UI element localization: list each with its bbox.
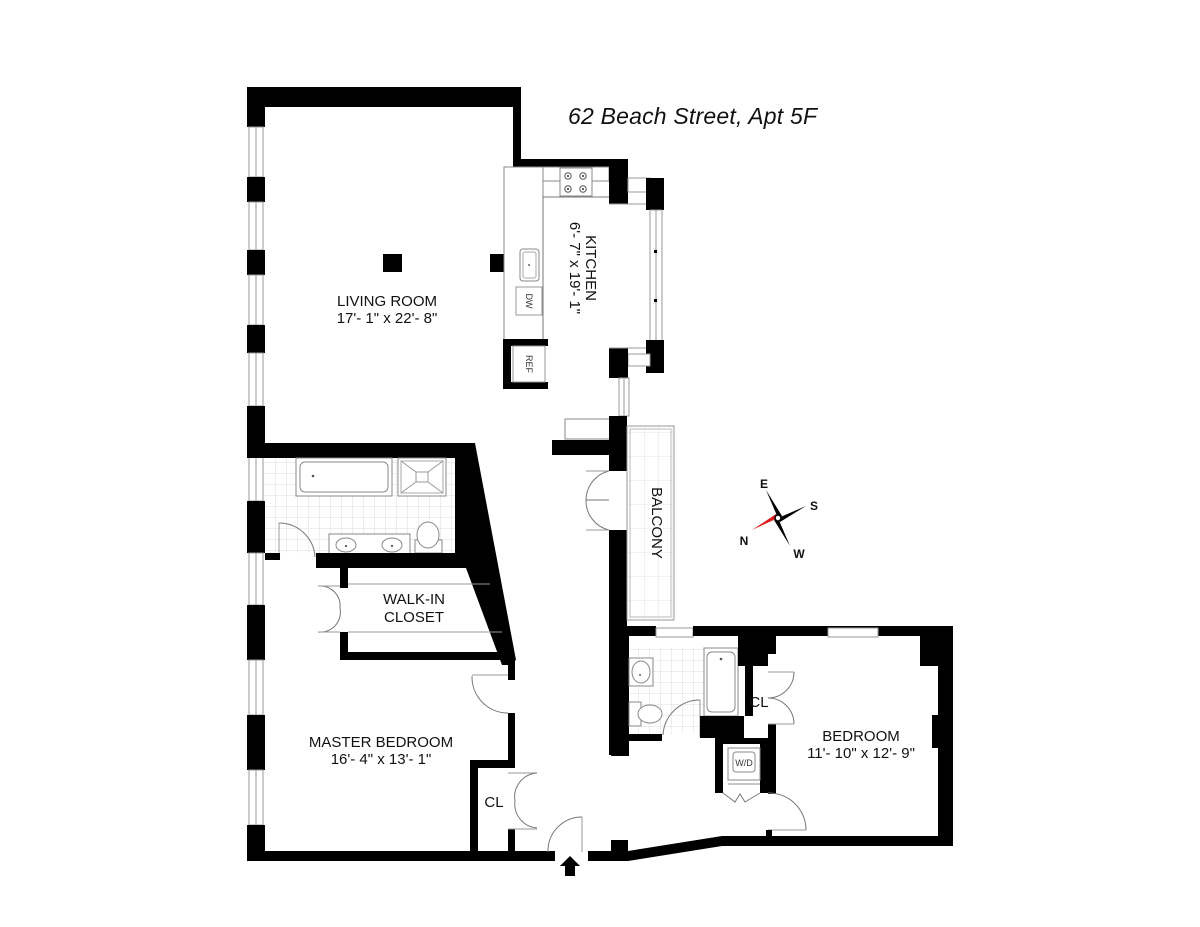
kitchen: DW REF KITCHEN 6'- 7" x 19'- 1": [503, 159, 664, 389]
living-room-dims: 17'- 1" x 22'- 8": [337, 310, 438, 327]
shower-icon: [397, 457, 447, 497]
svg-text:MASTER BEDROOM: MASTER BEDROOM: [309, 734, 453, 751]
entry-door[interactable]: [547, 816, 583, 853]
west-wall: [247, 87, 265, 861]
double-vanity-icon: [328, 533, 411, 555]
svg-text:11'- 10" x 12'- 9": 11'- 10" x 12'- 9": [807, 745, 915, 762]
toilet-icon: [414, 521, 443, 554]
master-bath-door[interactable]: [278, 522, 316, 558]
toilet-icon: [628, 701, 663, 727]
svg-text:E: E: [760, 477, 768, 491]
north-needle: [752, 514, 778, 530]
bedroom-door[interactable]: [767, 792, 807, 831]
compass-rose-icon: E S W N: [740, 477, 818, 561]
svg-text:S: S: [810, 499, 818, 513]
laundry-closet: W/D: [715, 738, 768, 803]
master-bedroom: CL MASTER BEDROOM 16'- 4" x 13'- 1": [247, 660, 555, 861]
walk-in-closet: WALK-IN CLOSET: [317, 568, 510, 660]
closet-double-door[interactable]: [317, 585, 341, 633]
bedroom: CL BEDROOM 11'- 10" x 12'- 9": [745, 627, 953, 846]
laundry-door[interactable]: [722, 792, 761, 803]
svg-text:16'- 4" x 13'- 1": 16'- 4" x 13'- 1": [331, 751, 432, 768]
refrigerator: REF: [512, 345, 546, 383]
bath-sink-icon: [628, 657, 654, 687]
svg-text:BEDROOM: BEDROOM: [822, 728, 900, 745]
svg-text:N: N: [740, 534, 749, 548]
washer-dryer: W/D: [727, 747, 761, 785]
living-room-name: LIVING ROOM: [337, 293, 437, 310]
svg-text:W/D: W/D: [735, 758, 753, 768]
dishwasher: DW: [515, 286, 543, 316]
svg-text:DW: DW: [524, 294, 534, 309]
cooktop-icon: [559, 167, 593, 197]
balcony-door[interactable]: [585, 470, 610, 531]
master-bedroom-door[interactable]: [471, 674, 509, 714]
svg-text:W: W: [793, 547, 805, 561]
master-closet-door[interactable]: [508, 772, 538, 830]
svg-text:REF: REF: [524, 355, 534, 374]
svg-text:WALK-IN: WALK-IN: [383, 591, 445, 608]
bathtub-icon: [295, 457, 393, 497]
kitchen-sink-icon: [519, 248, 540, 282]
plan-title: 62 Beach Street, Apt 5F: [568, 103, 818, 129]
master-bathroom: [247, 443, 516, 665]
column: [383, 254, 402, 272]
bedroom-closet-door[interactable]: [767, 671, 795, 725]
svg-text:BALCONY: BALCONY: [648, 487, 665, 559]
kitchen-dims: 6'- 7" x 19'- 1": [566, 222, 583, 314]
bathtub-icon: [703, 647, 739, 717]
kitchen-name: KITCHEN: [582, 235, 599, 301]
svg-text:CLOSET: CLOSET: [384, 609, 444, 626]
entry-arrow-icon: [560, 857, 580, 876]
svg-text:CL: CL: [484, 794, 503, 811]
second-bathroom: [611, 626, 953, 756]
svg-text:CL: CL: [749, 694, 768, 711]
balcony: BALCONY: [626, 425, 675, 621]
